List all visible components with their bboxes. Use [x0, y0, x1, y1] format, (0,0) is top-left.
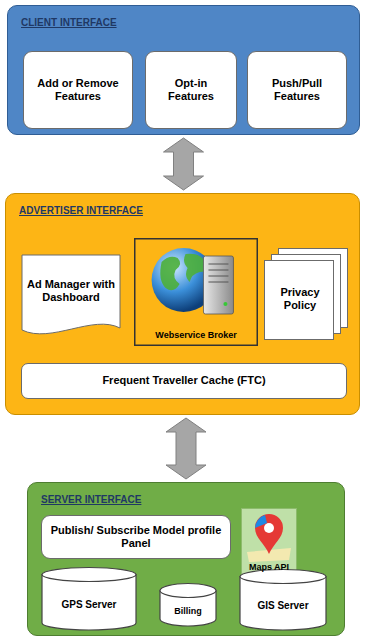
node-label: Add or Remove Features	[29, 77, 127, 103]
text-holder: Opt-in Features	[146, 52, 236, 128]
text-holder: Frequent Traveller Cache (FTC)	[22, 364, 346, 398]
node-label: Maps API	[249, 562, 289, 573]
advertiser-panel: Ad Manager with DashboardWebservice Brok…	[5, 193, 360, 415]
node-label: Webservice Broker	[155, 330, 236, 341]
node-label: Privacy Policy	[268, 286, 332, 312]
server-panel: Publish/ Subscribe Model profile PanelMa…	[27, 482, 345, 636]
text-holder: GIS Server	[239, 569, 327, 631]
database-cylinder: Billing	[159, 583, 217, 627]
process-box: Publish/ Subscribe Model profile Panel	[41, 515, 231, 559]
double-arrow	[166, 418, 206, 479]
text-holder: Billing	[159, 583, 217, 627]
feature-box: Opt-in Features	[145, 51, 237, 129]
database-cylinder: GPS Server	[41, 567, 137, 631]
text-holder: Ad Manager with Dashboard	[21, 254, 121, 338]
text-holder: Push/Pull Features	[248, 52, 346, 128]
panel-title: CLIENT INTERFACE	[21, 17, 117, 29]
double-arrow	[164, 138, 204, 190]
cache-bar: Frequent Traveller Cache (FTC)	[21, 363, 347, 399]
text-holder: Add or Remove Features	[24, 52, 132, 128]
node-label: Publish/ Subscribe Model profile Panel	[47, 524, 225, 550]
feature-box: Push/Pull Features	[247, 51, 347, 129]
node-label: Frequent Traveller Cache (FTC)	[102, 374, 265, 387]
text-holder: GPS Server	[41, 567, 137, 631]
client-panel: Add or Remove Features Opt-in Features Pus…	[7, 5, 360, 135]
webservice-broker: Webservice Broker	[134, 238, 258, 346]
panel-title: SERVER INTERFACE	[41, 494, 141, 506]
database-cylinder-outline	[159, 583, 217, 627]
node-label: Opt-in Features	[151, 77, 231, 103]
panel-title: ADVERTISER INTERFACE	[19, 205, 143, 217]
maps-api-icon: Maps API	[241, 508, 297, 576]
webservice-broker-outline	[134, 238, 258, 346]
text-holder: Publish/ Subscribe Model profile Panel	[42, 516, 230, 558]
node-label: GIS Server	[257, 600, 308, 612]
database-cylinder: GIS Server	[239, 569, 327, 631]
text-holder: Maps API	[241, 508, 297, 576]
text-holder: ADVERTISER INTERFACE	[19, 205, 143, 217]
policy-documents: Privacy Policy	[264, 248, 348, 340]
document-shape: Ad Manager with Dashboard	[21, 254, 121, 338]
text-holder: SERVER INTERFACE	[41, 494, 141, 506]
text-holder: CLIENT INTERFACE	[21, 17, 117, 29]
node-label: Push/Pull Features	[253, 77, 341, 103]
node-label: GPS Server	[61, 599, 116, 611]
node-label: Ad Manager with Dashboard	[26, 278, 116, 304]
text-holder: Privacy Policy	[264, 248, 348, 340]
node-label: Billing	[174, 606, 202, 617]
text-holder: Webservice Broker	[134, 238, 258, 346]
feature-box: Add or Remove Features	[23, 51, 133, 129]
